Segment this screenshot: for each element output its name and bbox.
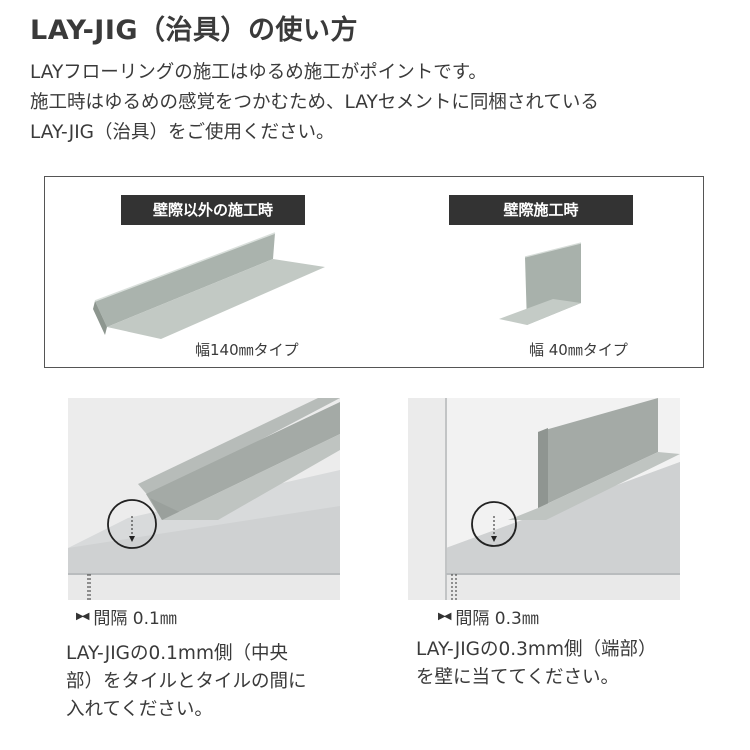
- jig-40-illustration: [499, 242, 582, 325]
- description-line: を壁に当ててください。: [416, 667, 619, 688]
- usage-photo-center: [68, 398, 340, 600]
- description-line: 入れてください。: [66, 699, 213, 720]
- gap-label-text: 間隔 0.3㎜: [455, 609, 539, 629]
- gap-arrows-icon: ▶◀: [438, 611, 451, 622]
- gap-label-wall: ▶◀ 間隔 0.3㎜: [438, 604, 539, 629]
- caption-40: 幅 40㎜タイプ: [529, 341, 628, 359]
- description-line: LAY-JIGの0.3mm側（端部）: [416, 639, 657, 660]
- badge-wall: 壁際施工時: [449, 195, 633, 225]
- description-line: 部）をタイルとタイルの間に: [66, 671, 307, 692]
- intro-line: LAY-JIG（治具）をご使用ください。: [30, 122, 335, 143]
- gap-label-text: 間隔 0.1㎜: [93, 609, 177, 629]
- jig-types-panel: 壁際以外の施工時 壁際施工時 幅140㎜タイプ 幅 40㎜タイプ: [44, 176, 704, 368]
- intro-line: 施工時はゆるめの感覚をつかむため、LAYセメントに同梱されている: [30, 92, 599, 113]
- usage-photo-wall: [408, 398, 680, 600]
- usage-description-center: LAY-JIGの0.1mm側（中央 部）をタイルとタイルの間に 入れてください。: [66, 640, 307, 724]
- gap-label-center: ▶◀ 間隔 0.1㎜: [76, 604, 177, 629]
- badge-non-wall: 壁際以外の施工時: [121, 195, 305, 225]
- gap-arrows-icon: ▶◀: [76, 611, 89, 622]
- jig-140-illustration: [93, 232, 325, 339]
- usage-description-wall: LAY-JIGの0.3mm側（端部） を壁に当ててください。: [416, 636, 656, 692]
- page-title: LAY-JIG（治具）の使い方: [30, 15, 359, 46]
- description-line: LAY-JIGの0.1mm側（中央: [66, 643, 288, 664]
- intro-line: LAYフローリングの施工はゆるめ施工がポイントです。: [30, 62, 487, 83]
- caption-140: 幅140㎜タイプ: [195, 341, 299, 359]
- intro-text: LAYフローリングの施工はゆるめ施工がポイントです。 施工時はゆるめの感覚をつか…: [30, 58, 730, 148]
